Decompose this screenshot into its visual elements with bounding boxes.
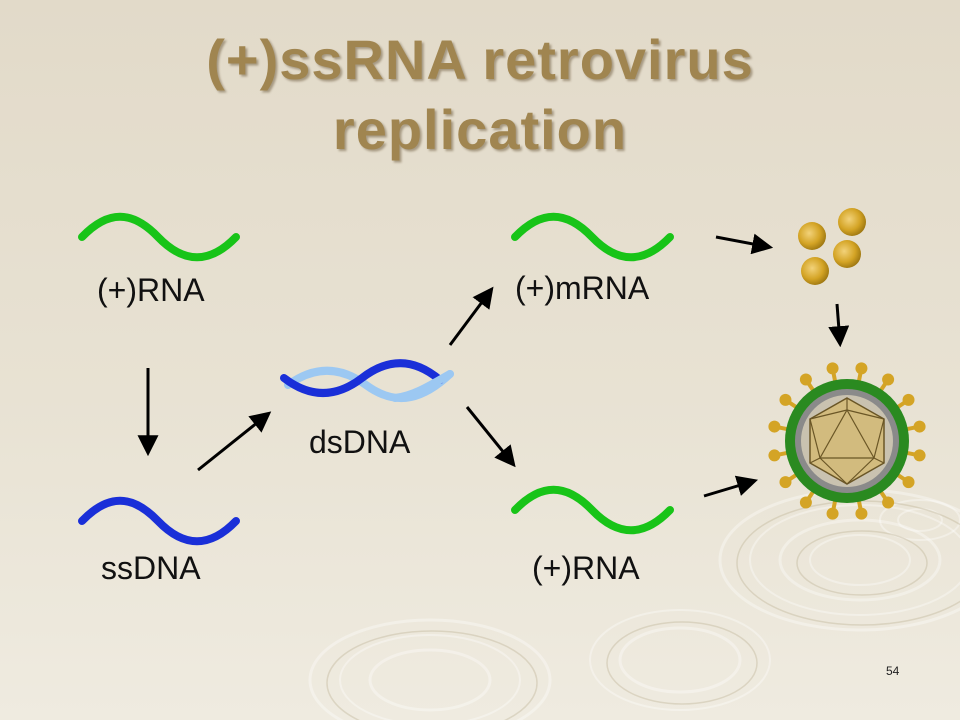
dsdna-helix [280, 359, 454, 403]
slide-title-line1: (+)ssRNA retrovirus [206, 28, 754, 91]
virion-spike-knob [882, 496, 895, 509]
virion-spike-knob [902, 393, 915, 406]
virion-spike-knob [855, 507, 868, 520]
pathway-arrows [137, 233, 850, 498]
virion-spike-knob [799, 373, 812, 386]
label-rna-bottom: (+)RNA [532, 550, 640, 586]
ssdna-strand [78, 496, 240, 546]
slide-title-line2: replication [332, 98, 628, 161]
label-mrna: (+)mRNA [515, 270, 650, 306]
virion-spike-knob [768, 449, 781, 462]
arrow-dsdna-to-rna [465, 406, 516, 468]
virion-spike-knob [799, 496, 812, 509]
arrow-rna-to-virion [703, 475, 759, 498]
protein-particles-icon [798, 208, 866, 285]
mrna-strand [511, 212, 674, 262]
virion-spike-knob [779, 476, 792, 489]
dsdna-strand-dark [280, 359, 444, 397]
label-ssdna: ssDNA [101, 550, 201, 586]
dsdna-strand-light-overlap [391, 370, 454, 402]
rna-top-strand [78, 212, 240, 262]
virion-spike-knob [913, 449, 926, 462]
virion-spike-knob [768, 420, 781, 433]
arrow-mrna-to-proteins [715, 233, 774, 255]
arrow-ssdna-to-dsdna [197, 411, 272, 472]
virion-spike-knob [855, 362, 868, 375]
virion-spike-knob [826, 362, 839, 375]
label-rna-top: (+)RNA [97, 272, 205, 308]
virion-spike-knob [826, 507, 839, 520]
virion-spike-knob [902, 476, 915, 489]
arrow-dsdna-to-mrna [448, 286, 494, 346]
arrow-proteins-to-virion [828, 303, 850, 348]
virion-spike-knob [779, 393, 792, 406]
virion-icon [768, 362, 926, 520]
rna-bottom-strand [511, 485, 674, 535]
virion-spike-knob [882, 373, 895, 386]
virion-spike-knob [913, 420, 926, 433]
page-number: 54 [886, 664, 900, 678]
label-dsdna: dsDNA [309, 424, 411, 460]
